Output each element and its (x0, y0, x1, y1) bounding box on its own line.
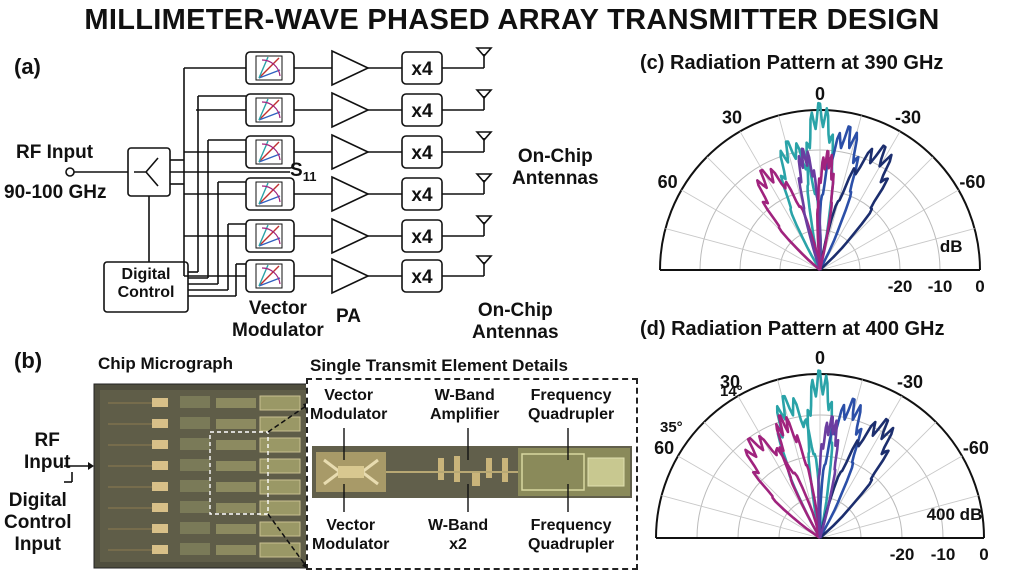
details-title: Single Transmit Element Details (310, 356, 568, 375)
chip-micrograph-title: Chip Micrograph (98, 354, 234, 373)
radial-label: -10 (931, 545, 956, 564)
phase-constellation-icon (255, 223, 283, 249)
angle-label: -30 (895, 108, 921, 128)
beam-trace (806, 369, 834, 539)
angle-label: 60 (654, 438, 674, 458)
tx-chain-4: x4 (245, 173, 493, 213)
vector-modulator-label: Vector Modulator (232, 298, 324, 341)
pa-triangle (331, 175, 370, 213)
angle-label: 30 (722, 108, 742, 128)
antenna-icon (475, 47, 493, 68)
digital-control-input-label: Digital Control Input (4, 490, 72, 555)
x4-label: x4 (411, 143, 433, 164)
phase-constellation-icon (255, 139, 283, 165)
rf-input-chip-label: RF Input (24, 430, 71, 473)
x4-label: x4 (411, 227, 433, 248)
beam-trace (818, 417, 895, 539)
x4-label: x4 (411, 101, 433, 122)
tx-chain-1: x4 (245, 47, 493, 87)
pa-triangle (331, 217, 370, 255)
radial-label: 0 (979, 545, 988, 564)
radial-label: 0 (975, 277, 984, 296)
on-chip-antennas-top-label: On-Chip Antennas (512, 146, 599, 189)
antenna-icon (475, 255, 493, 276)
tx-chain-2: x4 (245, 89, 493, 129)
angle-label: 30 (720, 372, 740, 392)
polar-grid (659, 109, 981, 271)
phase-constellation-icon (255, 55, 283, 81)
antenna-icon (475, 131, 493, 152)
beam-trace (818, 144, 893, 271)
rf-freq-label: 90-100 GHz (4, 182, 107, 203)
beam-trace (817, 125, 860, 271)
pa-triangle (331, 91, 370, 129)
pa-triangle (331, 133, 370, 171)
phase-constellation-icon (255, 263, 283, 289)
tx-chain-3: x4 (245, 131, 493, 171)
panel-c-title: (c) Radiation Pattern at 390 GHz (640, 52, 944, 74)
on-chip-antennas-bottom-label: On-Chip Antennas (472, 300, 559, 343)
beam-trace (816, 149, 835, 271)
tx-chain-5: x4 (245, 215, 493, 255)
radial-label: -20 (890, 545, 915, 564)
panel-b-label: (b) (14, 348, 43, 373)
panel-a-label: (a) (14, 54, 41, 79)
angle-label: -60 (963, 438, 989, 458)
phase-constellation-icon (255, 97, 283, 123)
annotation-14deg: 14° (720, 383, 743, 400)
phase-constellation-icon (255, 181, 283, 207)
rf-input-label: RF Input (16, 142, 94, 163)
annotation-35deg: 35° (660, 419, 683, 436)
panel-d-title: (d) Radiation Pattern at 400 GHz (640, 318, 945, 340)
tx-chains: x4 x4 x4 x4 x4 x4 (245, 47, 493, 295)
antenna-icon (475, 215, 493, 236)
digital-control-label: Digital Control (117, 266, 175, 301)
angle-label: 0 (815, 348, 825, 368)
unit-label: 400 dB (927, 505, 983, 524)
beam-trace (775, 414, 822, 539)
radial-label: -20 (888, 277, 913, 296)
x4-label: x4 (411, 59, 433, 80)
tx-chain-6: x4 (245, 255, 493, 295)
beam-trace (756, 167, 822, 271)
angle-label: 60 (658, 172, 678, 192)
unit-label: dB (940, 237, 963, 256)
x4-label: x4 (411, 267, 433, 288)
polar-plot-400: 0 30 -30 60 -60 -20 -10 0 400 dB 14° 35° (654, 348, 989, 564)
angle-label: -30 (897, 372, 923, 392)
angle-label: -60 (959, 172, 985, 192)
pa-label: PA (336, 306, 361, 327)
beam-trace (818, 397, 863, 539)
transmit-element-strip (312, 428, 632, 512)
polar-plot-390: 0 30 -30 60 -60 -20 -10 0 dB (658, 84, 986, 296)
page-title: MILLIMETER-WAVE PHASED ARRAY TRANSMITTER… (84, 4, 940, 36)
radial-label: -10 (928, 277, 953, 296)
angle-label: 0 (815, 84, 825, 104)
beam-trace (817, 415, 840, 539)
antenna-icon (475, 89, 493, 110)
pa-triangle (331, 49, 370, 87)
s11-label: S11 (290, 160, 317, 184)
antenna-icon (475, 173, 493, 194)
beam-trace (744, 434, 822, 540)
block-diagram (65, 67, 290, 313)
x4-label: x4 (411, 185, 433, 206)
pa-triangle (331, 257, 370, 295)
